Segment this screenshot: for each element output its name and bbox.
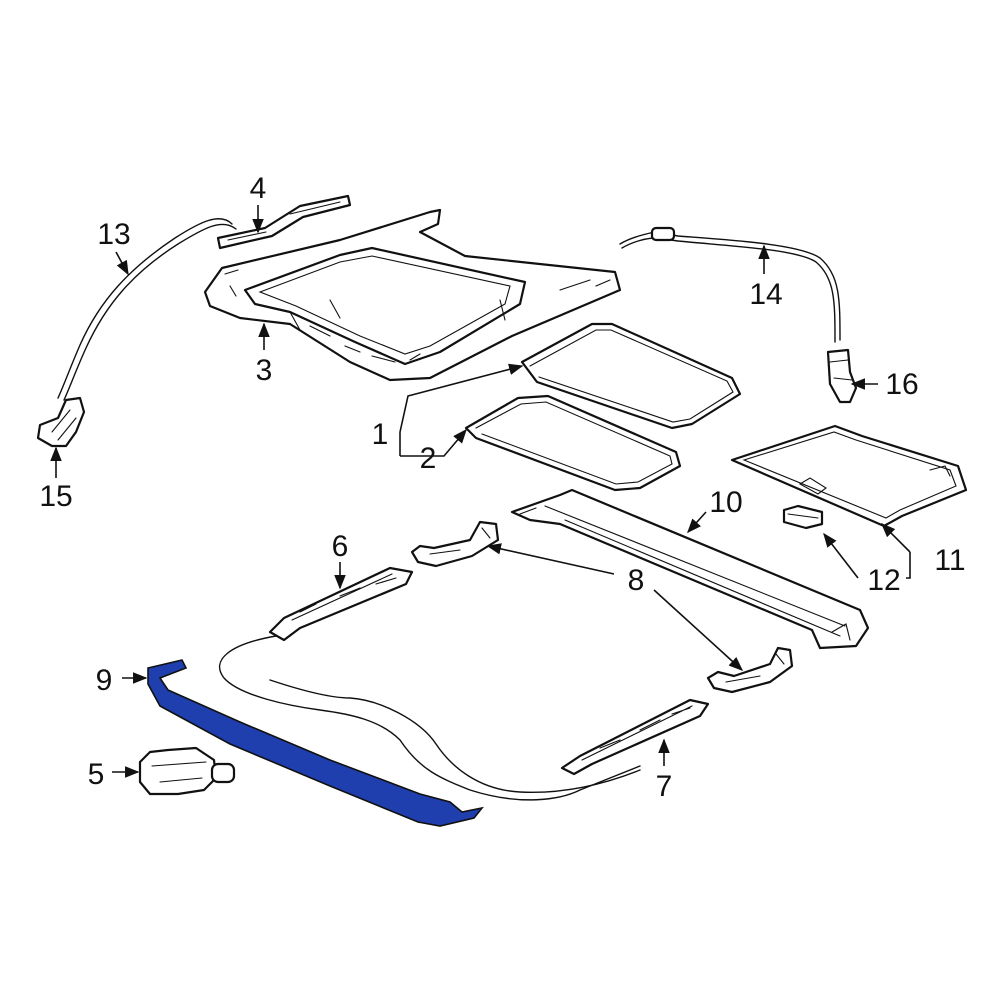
part-2-glass-seal[interactable] — [464, 394, 682, 492]
part-13-drain-hose[interactable] — [57, 218, 237, 401]
callout-7: 7 — [656, 770, 673, 803]
part-11-sunshade[interactable] — [730, 424, 968, 528]
callout-labels: 4 13 3 15 14 16 1 2 10 11 12 6 8 7 9 5 — [39, 172, 965, 803]
callout-4: 4 — [250, 172, 267, 205]
callout-10: 10 — [709, 486, 742, 519]
callout-12: 12 — [867, 564, 900, 597]
part-16-hose-elbow[interactable] — [826, 348, 858, 404]
part-10-rear-housing[interactable] — [510, 488, 870, 650]
part-6-track-mechanism[interactable] — [268, 566, 414, 642]
part-7-track-mechanism[interactable] — [560, 698, 710, 776]
callout-6: 6 — [332, 530, 349, 563]
callout-13: 13 — [97, 218, 130, 251]
part-12-sunshade-handle[interactable] — [782, 504, 824, 530]
callout-9: 9 — [96, 664, 113, 697]
part-8-track-bracket-rear[interactable] — [706, 646, 794, 694]
callout-15: 15 — [39, 480, 72, 513]
callout-1: 1 — [372, 418, 389, 451]
part-9-highlight-shape — [147, 659, 484, 827]
drive-cable-assembly[interactable] — [218, 635, 641, 801]
part-1-glass-panel[interactable] — [520, 322, 742, 430]
leader-lines — [50, 205, 911, 778]
callout-16: 16 — [885, 368, 918, 401]
callout-5: 5 — [88, 758, 105, 791]
callout-3: 3 — [256, 354, 273, 387]
part-15-hose-elbow[interactable] — [36, 396, 86, 448]
part-4-wind-deflector[interactable] — [216, 194, 352, 250]
part-9-highlighted-trim[interactable] — [147, 659, 484, 827]
callout-2: 2 — [420, 442, 437, 475]
callout-8: 8 — [628, 564, 645, 597]
part-14-drain-hose[interactable] — [619, 226, 841, 343]
part-3-sunroof-frame[interactable] — [203, 208, 622, 382]
part-8-track-bracket-front[interactable] — [410, 520, 500, 568]
callout-11: 11 — [934, 544, 965, 577]
part-5-sunroof-motor[interactable] — [138, 746, 236, 796]
callout-14: 14 — [749, 278, 782, 311]
